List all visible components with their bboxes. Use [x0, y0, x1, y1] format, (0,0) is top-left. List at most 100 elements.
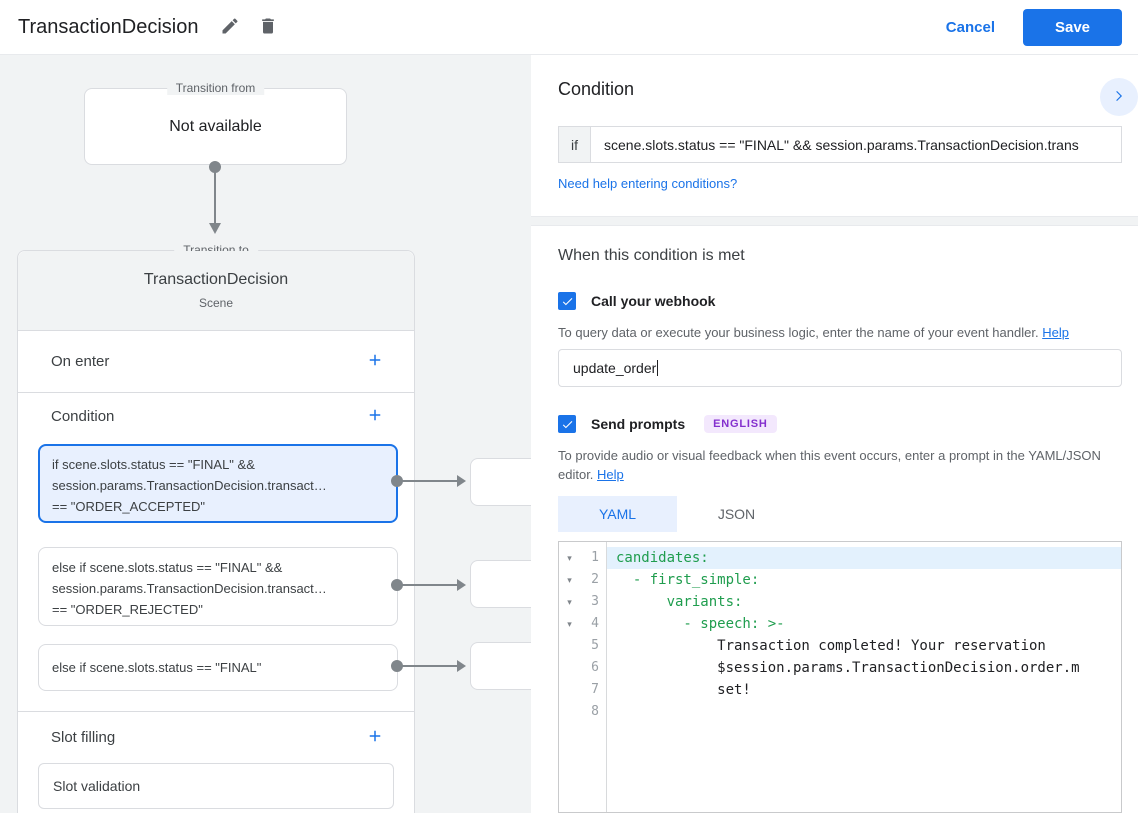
delete-button[interactable]	[254, 13, 282, 41]
when-condition-met-heading: When this condition is met	[558, 247, 745, 264]
scene-header[interactable]: TransactionDecision Scene	[18, 251, 414, 331]
line-number: 4	[591, 616, 599, 631]
condition-text-line: == "ORDER_REJECTED"	[52, 602, 203, 617]
on-enter-section: On enter	[18, 331, 414, 393]
transition-from-value: Not available	[169, 117, 262, 135]
event-handler-input[interactable]: update_order	[558, 349, 1122, 387]
on-enter-label: On enter	[51, 353, 110, 370]
slot-filling-label: Slot filling	[51, 729, 116, 746]
line-number: 7	[591, 682, 599, 697]
slot-validation-label: Slot validation	[53, 778, 141, 794]
call-webhook-checkbox-row[interactable]: Call your webhook	[558, 292, 715, 310]
condition-section: Condition	[18, 393, 414, 439]
code-line: 7 set!	[559, 679, 1121, 701]
language-badge: ENGLISH	[704, 415, 777, 433]
webhook-help-body: To query data or execute your business l…	[558, 325, 1039, 340]
prompts-help-link[interactable]: Help	[597, 467, 624, 482]
flow-diagram: Transition from Not available Transition…	[0, 55, 531, 813]
code-line: 5 Transaction completed! Your reservatio…	[559, 635, 1121, 657]
section-divider	[531, 216, 1138, 226]
chevron-right-icon	[1112, 89, 1126, 106]
code-text: candidates:	[606, 547, 1121, 569]
fold-toggle-icon[interactable]: ▾	[567, 619, 572, 629]
condition-text-line: session.params.TransactionDecision.trans…	[52, 478, 327, 493]
code-line: ▾ 1 candidates:	[559, 547, 1121, 569]
fold-toggle-icon[interactable]: ▾	[567, 553, 572, 563]
editor-format-tabs: YAML JSON	[558, 496, 796, 532]
fold-toggle-icon[interactable]: ▾	[567, 597, 572, 607]
pencil-icon	[220, 16, 240, 39]
scene-name: TransactionDecision	[143, 271, 289, 288]
checkbox-checked-icon[interactable]	[558, 292, 576, 310]
condition-expression-input[interactable]: scene.slots.status == "FINAL" && session…	[604, 136, 1079, 153]
condition-item-order-rejected[interactable]: else if scene.slots.status == "FINAL" &&…	[38, 547, 398, 626]
code-text: Transaction completed! Your reservation	[616, 638, 1046, 654]
transition-target-box[interactable]	[470, 458, 531, 506]
condition-text-line: else if scene.slots.status == "FINAL"	[52, 660, 262, 675]
condition-item-order-accepted[interactable]: if scene.slots.status == "FINAL" && sess…	[38, 444, 398, 523]
add-on-enter-button[interactable]	[363, 350, 387, 374]
condition-label: Condition	[51, 407, 115, 425]
condition-expression-field: if scene.slots.status == "FINAL" && sess…	[558, 126, 1122, 163]
fold-toggle-icon[interactable]: ▾	[567, 575, 572, 585]
webhook-help-text: To query data or execute your business l…	[558, 323, 1069, 342]
text-cursor	[657, 360, 659, 376]
transition-target-box[interactable]	[470, 642, 531, 690]
call-webhook-label: Call your webhook	[591, 293, 716, 309]
code-text: set!	[616, 682, 751, 698]
line-number: 2	[591, 572, 599, 587]
code-line: 6 $session.params.TransactionDecision.or…	[559, 657, 1121, 679]
page-title: TransactionDecision	[18, 15, 199, 38]
yaml-code-editor[interactable]: ▾ 1 candidates: ▾ 2 - first_simple: ▾ 3 …	[558, 541, 1122, 813]
prompts-help-text: To provide audio or visual feedback when…	[558, 446, 1114, 484]
line-number: 3	[591, 594, 599, 609]
slot-validation-item[interactable]: Slot validation	[38, 763, 394, 809]
conditions-help-link[interactable]: Need help entering conditions?	[558, 176, 738, 191]
code-line: ▾ 4 - speech: >-	[559, 613, 1121, 635]
top-bar: TransactionDecision Cancel Save	[0, 0, 1138, 55]
tab-yaml[interactable]: YAML	[558, 496, 677, 532]
line-number: 1	[591, 550, 599, 565]
code-line: ▾ 3 variants:	[559, 591, 1121, 613]
plus-icon	[366, 351, 384, 372]
slot-filling-section: Slot filling	[18, 711, 414, 763]
transition-to-card: Transition to TransactionDecision Scene …	[17, 243, 415, 813]
checkbox-checked-icon[interactable]	[558, 415, 576, 433]
transition-target-box[interactable]	[470, 560, 531, 608]
line-number: 6	[591, 660, 599, 675]
transition-from-box: Transition from Not available	[84, 81, 347, 165]
plus-icon	[366, 727, 384, 748]
cancel-button[interactable]: Cancel	[945, 18, 995, 36]
collapse-panel-button[interactable]	[1100, 78, 1138, 116]
if-prefix-label: if	[559, 127, 591, 162]
transition-from-legend: Transition from	[166, 81, 265, 95]
send-prompts-label: Send prompts	[591, 416, 686, 432]
code-line: 8	[559, 701, 1121, 723]
scene-type: Scene	[198, 296, 234, 310]
tab-json[interactable]: JSON	[677, 496, 796, 532]
condition-text-line: session.params.TransactionDecision.trans…	[52, 581, 327, 596]
line-number: 8	[591, 704, 599, 719]
add-condition-button[interactable]	[363, 404, 387, 428]
code-text: $session.params.TransactionDecision.orde…	[616, 660, 1080, 676]
add-slot-button[interactable]	[363, 726, 387, 750]
event-handler-value: update_order	[573, 360, 657, 376]
condition-text-line: else if scene.slots.status == "FINAL" &&	[52, 560, 283, 575]
code-text: - speech: >-	[616, 616, 785, 632]
panel-heading: Condition	[558, 79, 635, 99]
condition-text-line: == "ORDER_ACCEPTED"	[52, 499, 205, 514]
prompts-help-body: To provide audio or visual feedback when…	[558, 448, 1101, 482]
send-prompts-checkbox-row[interactable]: Send prompts ENGLISH	[558, 415, 777, 433]
condition-editor-panel: Condition if scene.slots.status == "FINA…	[531, 55, 1138, 813]
line-number: 5	[591, 638, 599, 653]
webhook-help-link[interactable]: Help	[1042, 325, 1069, 340]
edit-button[interactable]	[216, 13, 244, 41]
code-text: - first_simple:	[616, 572, 760, 588]
code-line: ▾ 2 - first_simple:	[559, 569, 1121, 591]
condition-text-line: if scene.slots.status == "FINAL" &&	[52, 457, 255, 472]
gutter-divider	[606, 542, 607, 812]
condition-item-final[interactable]: else if scene.slots.status == "FINAL"	[38, 644, 398, 691]
code-text	[606, 701, 1121, 723]
save-button[interactable]: Save	[1023, 8, 1122, 46]
